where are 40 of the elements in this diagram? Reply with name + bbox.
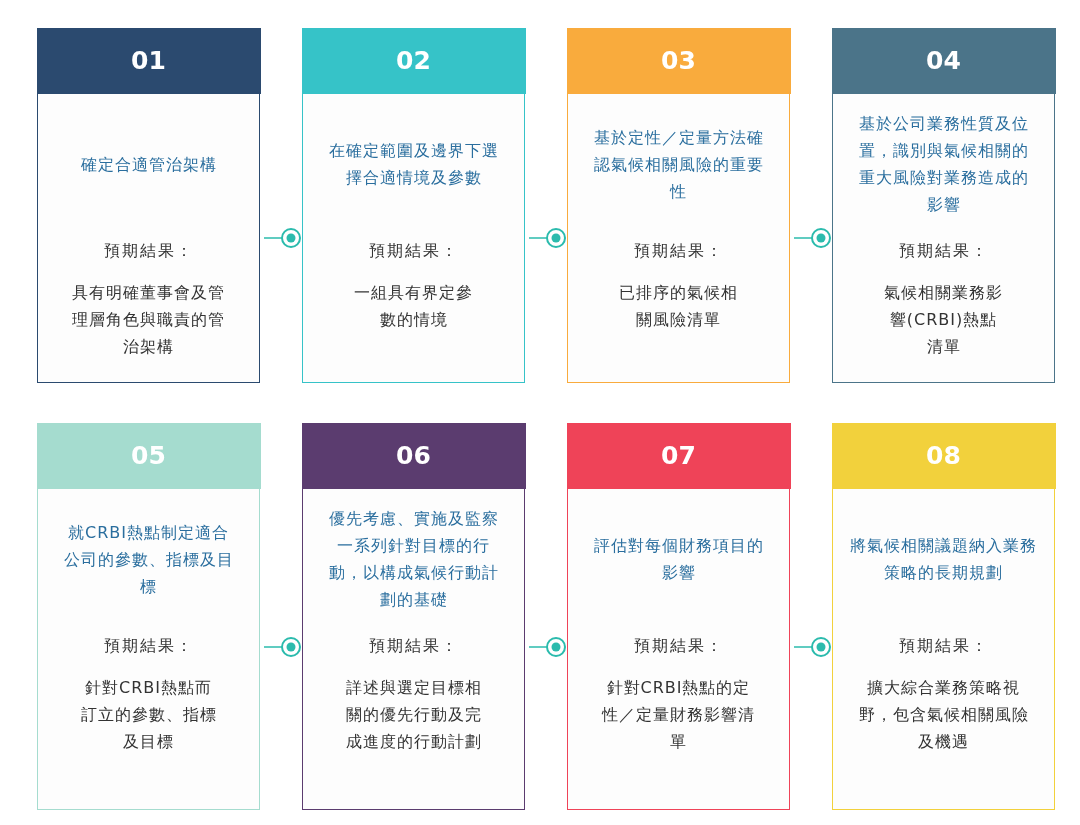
step-number-header: 07: [566, 422, 791, 489]
outcome-text: 具有明確董事會及管理層角色與職責的管治架構: [71, 282, 226, 358]
outcome-label: 預期結果：: [632, 241, 725, 262]
outcome-label: 預期結果：: [897, 241, 990, 262]
step-number-header: 08: [831, 422, 1056, 489]
step-number-header: 02: [301, 27, 526, 94]
outcome-text: 一組具有界定參數的情境: [353, 282, 474, 331]
step-title: 就CRBI熱點制定適合公司的參數、指標及目標: [62, 521, 235, 598]
step-card: [37, 423, 260, 810]
step-title: 在確定範圍及邊界下選擇合適情境及參數: [327, 140, 500, 189]
outcome-label: 預期結果：: [102, 241, 195, 262]
step-number-header: 05: [36, 422, 261, 489]
step-number-header: 03: [566, 27, 791, 94]
step-title: 優先考慮、實施及監察一系列針對目標的行動，以構成氣候行動計劃的基礎: [327, 508, 500, 611]
step-card: [302, 28, 525, 383]
step-number-header: 06: [301, 422, 526, 489]
step-title: 將氣候相關議題納入業務策略的長期規劃: [849, 535, 1038, 584]
step-title: 基於定性／定量方法確認氣候相關風險的重要性: [592, 126, 765, 203]
outcome-label: 預期結果：: [367, 636, 460, 657]
step-card: [37, 28, 260, 383]
outcome-label: 預期結果：: [632, 636, 725, 657]
step-card: [832, 423, 1055, 810]
step-card: [302, 423, 525, 810]
outcome-label: 預期結果：: [897, 636, 990, 657]
outcome-text: 氣候相關業務影響(CRBI)熱點清單: [883, 282, 1004, 358]
outcome-label: 預期結果：: [367, 241, 460, 262]
outcome-text: 詳述與選定目標相關的優先行動及完成進度的行動計劃: [344, 677, 483, 753]
step-title: 基於公司業務性質及位置，識別與氣候相關的重大風險對業務造成的影響: [857, 113, 1030, 216]
outcome-text: 針對CRBI熱點的定性／定量財務影響清單: [600, 677, 756, 753]
step-number-header: 04: [831, 27, 1056, 94]
step-card: [567, 28, 790, 383]
outcome-text: 針對CRBI熱點而訂立的參數、指標及目標: [79, 677, 218, 753]
step-card: [832, 28, 1055, 383]
outcome-label: 預期結果：: [102, 636, 195, 657]
step-card: [567, 423, 790, 810]
outcome-text: 已排序的氣候相關風險清單: [618, 282, 739, 331]
outcome-text: 擴大綜合業務策略視野，包含氣候相關風險及機遇: [857, 677, 1030, 753]
step-title: 確定合適管治架構: [79, 153, 218, 176]
step-number-header: 01: [36, 27, 261, 94]
step-title: 評估對每個財務項目的影響: [592, 535, 765, 584]
